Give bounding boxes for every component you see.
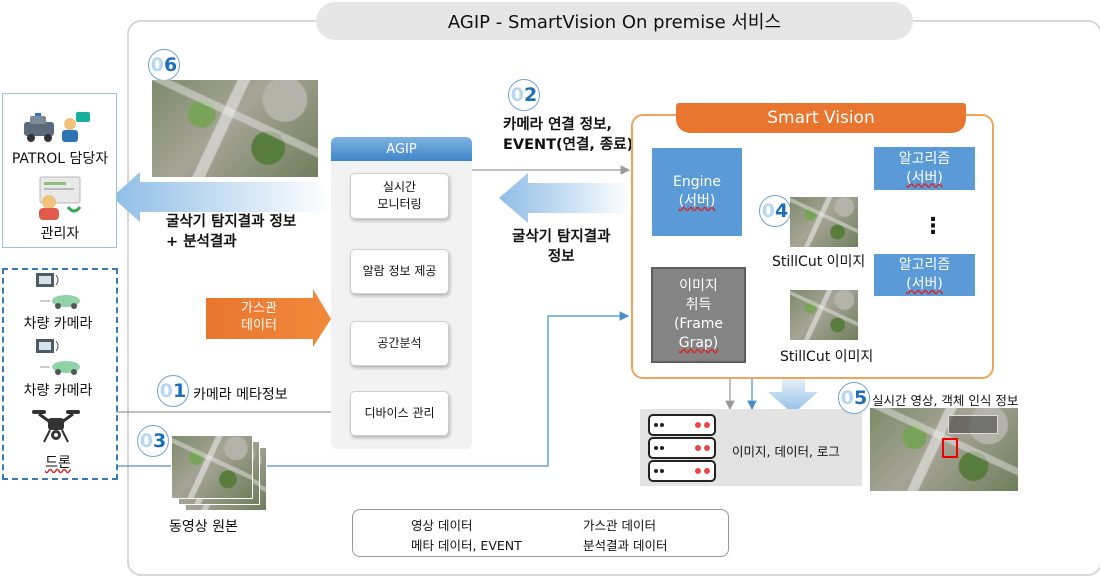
connection-info-label: 카메라 연결 정보, EVENT(연결, 종료) [503, 117, 634, 153]
algorithm-server-1: 알고리즘 (서버) [874, 147, 975, 190]
realtime-detection-image [870, 408, 1018, 491]
patrol-car-icon [22, 110, 92, 146]
stillcut-image-1 [790, 197, 858, 247]
legend-video: 영상 데이터 [411, 518, 473, 533]
acquire-line-3: (Frame [673, 316, 724, 332]
legend [352, 509, 729, 557]
legend-gas: 가스관 데이터 [583, 518, 656, 533]
fat-arrow-down [768, 377, 818, 414]
vehicle-camera-icon [32, 271, 82, 311]
algorithm-server-label-1: (서버) [906, 169, 943, 186]
more-algorithms-ellipsis: ⋮ [922, 214, 944, 239]
storage-label: 이미지, 데이터, 로그 [732, 444, 840, 459]
agip-header: AGIP [331, 137, 472, 161]
acquire-line-1: 이미지 [679, 278, 718, 294]
image-acquisition-box: 이미지 취득 (Frame Grap) [651, 267, 746, 363]
detection-info-box [948, 415, 998, 434]
detect-result-label: 굴삭기 탐지결과 정보 [512, 229, 611, 265]
spatial-analysis-button[interactable]: 공간분석 [350, 321, 449, 366]
drone-label: 드론 [45, 455, 71, 471]
monitoring-map-image [152, 80, 318, 177]
algorithm-server-2: 알고리즘 (서버) [874, 254, 975, 296]
legend-analysis: 분석결과 데이터 [583, 538, 668, 553]
engine-server-label: (서버) [678, 193, 716, 209]
video-frame-front [171, 435, 253, 499]
admin-icon [34, 175, 84, 221]
device-management-button[interactable]: 디바이스 관리 [350, 391, 449, 436]
server-rack-icon [648, 414, 718, 482]
gas-arrow [206, 289, 331, 347]
fat-arrow-to-left [112, 172, 330, 222]
alarm-info-button[interactable]: 알람 정보 제공 [350, 249, 449, 294]
admin-label: 관리자 [40, 226, 80, 242]
algorithm-label-2: 알고리즘 [898, 257, 951, 273]
page-title: AGIP - SmartVision On premise 서비스 [316, 2, 913, 40]
vehicle-camera-label-1: 차량 카메라 [23, 316, 93, 332]
drone-icon [30, 406, 82, 446]
camera-meta-label: 카메라 메타정보 [193, 387, 288, 403]
detection-bounding-box [942, 438, 958, 458]
acquire-line-4: Grap) [678, 335, 719, 351]
smartvision-header: Smart Vision [676, 103, 966, 133]
engine-server: Engine (서버) [652, 148, 742, 236]
fat-arrow-to-agip [499, 173, 631, 223]
operator-box [2, 93, 117, 248]
algorithm-server-label-2: (서버) [906, 276, 943, 292]
vehicle-camera-icon [32, 337, 82, 377]
device-box [2, 268, 118, 480]
patrol-label: PATROL 담당자 [11, 151, 109, 167]
stillcut-label-2: StillCut 이미지 [780, 349, 874, 365]
realtime-recognition-label: 실시간 영상, 객체 인식 정보 [872, 393, 1019, 408]
vehicle-camera-label-2: 차량 카메라 [23, 383, 93, 399]
video-source-label: 동영상 원본 [169, 519, 238, 535]
acquire-line-2: 취득 [685, 297, 712, 313]
algorithm-label-1: 알고리즘 [898, 150, 951, 167]
realtime-monitoring-button[interactable]: 실시간 모니터링 [350, 173, 449, 219]
gas-pipe-data-label: 가스관 데이터 [241, 301, 277, 333]
engine-label: Engine [673, 174, 721, 190]
legend-meta: 메타 데이터, EVENT [411, 538, 522, 553]
stillcut-image-2 [790, 290, 858, 340]
stillcut-label-1: StillCut 이미지 [772, 254, 866, 270]
detect-result-analysis-label: 굴삭기 탐지결과 정보 + 분석결과 [166, 214, 297, 250]
